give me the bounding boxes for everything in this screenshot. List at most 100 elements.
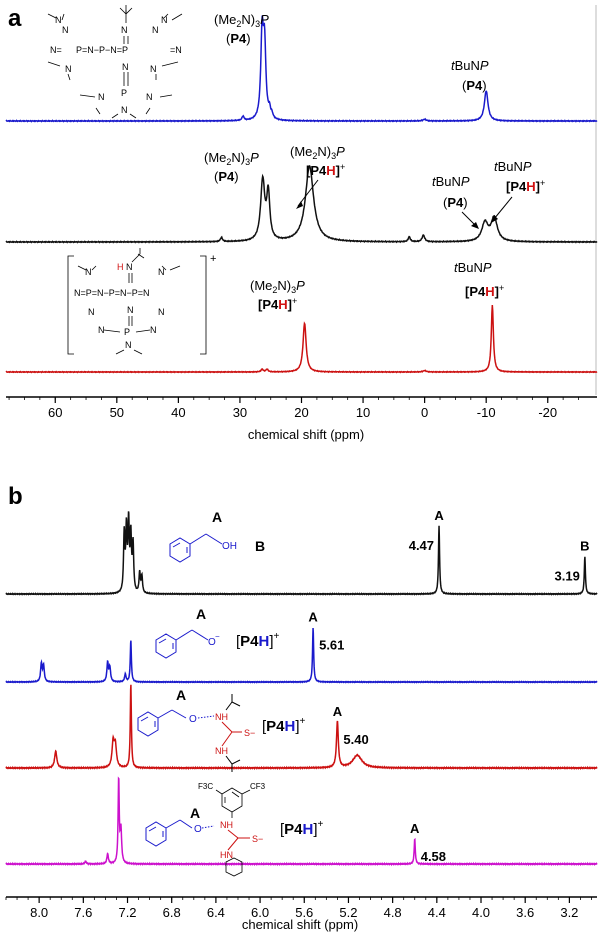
axis-a-tick-label: 30 [233,405,247,420]
spectrum-a-blue [5,15,598,123]
spectrum-b-blue [5,627,598,684]
spectrum-a-black [5,165,598,244]
peak-label: 5.61 [319,638,344,653]
svg-text:N: N [146,92,153,102]
spectrum-b-black [5,511,598,596]
panel-a: a (Me2N)3P (P4) tBuNP (P4) (Me2N)3P (P4)… [5,5,598,442]
svg-text:N: N [152,25,159,35]
peak-label: A [410,821,420,836]
axis-b-tick-label: 5.6 [295,905,313,920]
thiourea-red: NH S− NH [215,694,255,772]
annotation-a-arrow-3 [493,196,513,220]
svg-text:P=N−P−N=P: P=N−P−N=P [76,45,128,55]
axis-b-tick-label: 6.4 [207,905,225,920]
svg-text:S−: S− [252,834,263,844]
svg-text:N: N [150,325,157,335]
svg-text:tBuNP: tBuNP [451,58,489,73]
svg-text:tBuNP: tBuNP [432,174,470,189]
svg-text:N: N [126,262,133,272]
svg-text:N: N [127,305,134,315]
svg-text:A: A [190,805,200,821]
annotation-a-arrow-2 [461,211,477,227]
svg-text:+: + [210,253,216,265]
svg-text:[P4H]+: [P4H]+ [465,283,504,299]
axis-b-tick-label: 6.8 [163,905,181,920]
svg-text:N=: N= [50,45,62,55]
svg-text:(Me2N)3P: (Me2N)3P [204,150,259,167]
axis-b-tick-label: 5.2 [339,905,357,920]
svg-text:N: N [161,15,168,25]
svg-text:P: P [124,327,130,337]
axis-a-tick-label: -20 [538,405,557,420]
structure-benzyl-alcohol: OH A B [169,509,265,563]
svg-text:(P4): (P4) [462,78,487,93]
peak-label: A [434,508,444,523]
annotation-a-black-tbunp-p4: tBuNP (P4) [432,174,470,210]
svg-text:NH: NH [215,712,228,722]
svg-text:N: N [98,92,105,102]
annotation-a-arrowhead-2 [471,222,479,229]
svg-text:A: A [176,687,186,703]
svg-text:N: N [65,64,72,74]
svg-text:NH: NH [220,820,233,830]
svg-text:F3C: F3C [198,782,213,791]
structure-alkoxide-cf3-thiourea: O A [145,805,215,847]
peak-label: 4.58 [421,849,446,864]
svg-text:[P4H]+: [P4H]+ [280,819,324,838]
svg-text:P: P [121,88,127,98]
structure-benzyl-alkoxide: O − A [155,606,220,659]
panel-a-label: a [8,5,22,32]
svg-text:O: O [208,637,216,648]
annotation-a-black-tbunp-p4h: tBuNP [P4H]+ [494,159,545,194]
svg-text:N: N [121,25,128,35]
axis-b-tick-label: 7.6 [74,905,92,920]
axis-a-tick-label: 0 [421,405,428,420]
cation-label-b-red: [P4H]+ [262,716,306,735]
svg-text:[P4H]+: [P4H]+ [236,631,280,650]
axis-a-tick-label: 60 [48,405,62,420]
svg-text:N: N [158,267,165,277]
cation-label-b-magenta: [P4H]+ [280,819,324,838]
svg-text:tBuNP: tBuNP [494,159,532,174]
axis-b-tick-label: 3.2 [560,905,578,920]
peak-label: 3.19 [555,569,580,584]
peak-label: A [333,704,343,719]
svg-text:(Me2N)3P: (Me2N)3P [214,12,269,29]
svg-text:(P4): (P4) [226,31,251,46]
axis-b-tick-label: 3.6 [516,905,534,920]
svg-text:CF3: CF3 [250,782,266,791]
annotation-a-blue-me2n3p: (Me2N)3P (P4) [214,12,269,46]
svg-text:N: N [62,25,69,35]
svg-text:OH: OH [222,541,237,552]
axis-b-tick-label: 7.2 [118,905,136,920]
spectrum-b-magenta [5,776,598,867]
axis-a-xlabel: chemical shift (ppm) [248,427,364,442]
svg-text:(P4): (P4) [443,195,468,210]
axis-a-tick-label: -10 [477,405,496,420]
axis-a-tick-label: 10 [356,405,370,420]
annotation-a-arrow-1 [297,179,319,207]
svg-text:N: N [88,307,95,317]
svg-text:B: B [255,538,265,554]
peak-label: 4.47 [409,538,434,553]
svg-text:N: N [150,64,157,74]
svg-text:N=P=N−P=N−P=N: N=P=N−P=N−P=N [74,288,150,298]
spectrum-a-red [5,304,598,374]
cation-label-b-blue: [P4H]+ [236,631,280,650]
peak-label: B [580,539,589,554]
svg-text:N: N [121,105,128,115]
svg-text:[P4H]+: [P4H]+ [306,162,345,178]
svg-text:=N: =N [170,45,182,55]
svg-text:A: A [196,606,206,622]
annotation-a-red-me2n3p: (Me2N)3P [P4H]+ [250,278,305,312]
structure-alkoxide-thiourea: O A [137,687,215,737]
axis-b-tick-label: 6.0 [251,905,269,920]
panel-b-label: b [8,483,23,510]
svg-text:N: N [55,15,62,25]
svg-text:(Me2N)3P: (Me2N)3P [290,144,345,161]
peak-label: 5.40 [343,732,368,747]
svg-text:N: N [158,307,165,317]
peak-label: A [308,610,318,625]
